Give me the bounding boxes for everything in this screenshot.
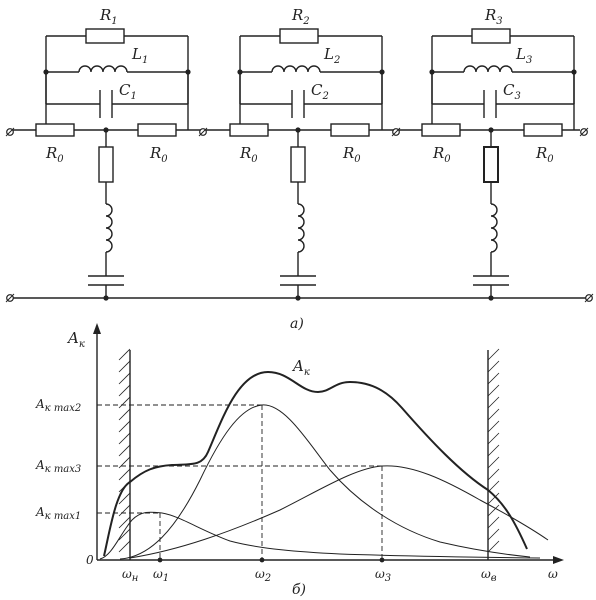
- x-axis-label: ω: [548, 567, 558, 581]
- resistor-r0-left-3: [421, 123, 461, 137]
- y-axis-arrow: [93, 323, 101, 334]
- label-r0-right-3: R0: [535, 144, 554, 165]
- inductor-l1: [78, 65, 128, 73]
- stage-3: [421, 28, 577, 301]
- stage-1: [35, 28, 191, 301]
- label-r3: R3: [484, 6, 503, 27]
- curve-stage-3: [129, 465, 549, 559]
- label-l3: L3: [515, 45, 532, 66]
- tick-dot-omega-1: [157, 557, 163, 563]
- tick-dot-omega-3: [379, 557, 385, 563]
- label-l1: L1: [131, 45, 148, 66]
- tick-omega-1: ω1: [153, 567, 169, 584]
- y-axis-label: Aк: [66, 329, 85, 350]
- resistor-r0-right-1: [137, 123, 177, 137]
- label-r0-left-3: R0: [432, 144, 451, 165]
- label-r1: R1: [99, 6, 118, 27]
- circuit-labels: R1 L1 C1 R0 R0 R2 L2 C2 R0 R0 R3 L3 C3 R…: [45, 6, 554, 332]
- caption-b: б): [292, 582, 306, 598]
- curve-stage-2: [119, 404, 531, 560]
- label-r0-left-1: R0: [45, 144, 64, 165]
- tick-omega-2: ω2: [255, 567, 271, 584]
- label-l2: L2: [323, 45, 340, 66]
- resistor-r0-left-1: [35, 123, 75, 137]
- shunt-resistor-1: [98, 146, 114, 183]
- resistor-r2: [279, 28, 319, 44]
- label-ak-max3: Aк max3: [35, 458, 81, 475]
- upper-band-limit: [487, 348, 500, 560]
- label-ak-max1: Aк max1: [35, 505, 81, 522]
- shunt-resistor-2: [290, 146, 306, 183]
- shunt-inductor-2: [297, 203, 305, 253]
- resistor-r0-right-3: [523, 123, 563, 137]
- resistor-r0-left-2: [229, 123, 269, 137]
- reference-lines: [97, 404, 383, 560]
- zero-label: 0: [86, 553, 94, 567]
- terminals: [5, 127, 594, 303]
- resistor-r3: [471, 28, 511, 44]
- resistor-r1: [85, 28, 125, 44]
- shunt-resistor-3: [483, 146, 499, 183]
- tick-omega-v: ωв: [481, 567, 497, 584]
- label-r0-right-2: R0: [342, 144, 361, 165]
- stage-2: [229, 28, 385, 301]
- tick-omega-3: ω3: [375, 567, 391, 584]
- label-ak-max2: Aк max2: [35, 397, 81, 414]
- curve-stage-1: [99, 511, 541, 560]
- shunt-inductor-1: [105, 203, 113, 253]
- label-r0-left-2: R0: [239, 144, 258, 165]
- label-c3: C3: [503, 81, 521, 102]
- label-c1: C1: [119, 81, 137, 102]
- frequency-response-plot: Aк Aк 0 Aк max2 Aк max3 Aк max1 ωн ω1 ω2…: [35, 323, 564, 598]
- x-axis-arrow: [553, 556, 564, 564]
- circuit-diagram: R1 L1 C1 R0 R0 R2 L2 C2 R0 R0 R3 L3 C3 R…: [5, 6, 594, 332]
- tick-omega-n: ωн: [122, 567, 138, 584]
- label-r2: R2: [291, 6, 310, 27]
- label-r0-right-1: R0: [149, 144, 168, 165]
- inductor-l3: [463, 65, 513, 73]
- tick-dot-omega-2: [259, 557, 265, 563]
- label-c2: C2: [311, 81, 329, 102]
- lower-band-limit: [118, 348, 131, 560]
- shunt-inductor-3: [490, 203, 498, 253]
- envelope-label: Aк: [291, 357, 310, 378]
- inductor-l2: [271, 65, 321, 73]
- caption-a: а): [290, 316, 304, 332]
- envelope-curve: [103, 370, 528, 557]
- resistor-r0-right-2: [330, 123, 370, 137]
